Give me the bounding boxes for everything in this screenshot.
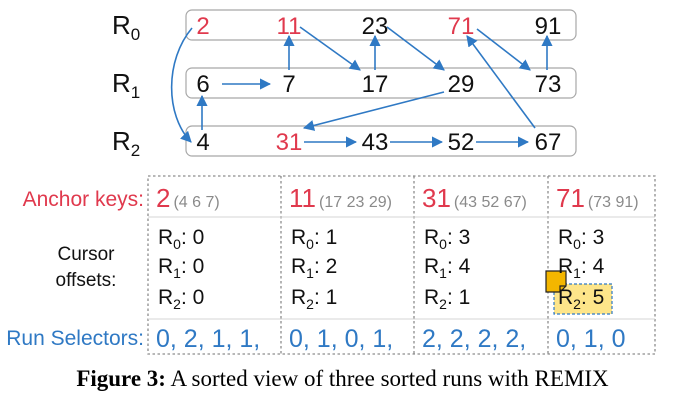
cursor-offset: R2: 1 [291,286,337,312]
run-key: 31 [276,129,303,156]
segment-anchor-key: 11(17 23 29) [289,183,392,213]
cursor-offsets-label-line2: offsets: [56,270,117,291]
run-key: 52 [448,129,475,156]
run-key: 71 [448,13,475,40]
run-selectors: 0, 1, 0 [556,325,626,353]
run-key: 29 [448,71,475,98]
merge-arrows [170,26,553,148]
run-key: 67 [535,129,562,156]
figure-caption: Figure 3: A sorted view of three sorted … [0,366,685,392]
arrow-29-to-31 [302,91,445,131]
run-r1-frame [185,67,577,99]
run-key: 73 [535,71,562,98]
run-key: 11 [277,13,302,40]
run-selectors: 2, 2, 2, 2, [422,325,526,353]
run-label-r2: R2 [112,126,140,160]
cursor-offset: R0: 3 [424,226,470,252]
run-key: 91 [535,13,562,40]
cursor-offset: R1: 0 [158,255,204,281]
segment-anchor-key: 31(43 52 67) [422,183,527,213]
arrow-23-to-29 [386,26,445,71]
run-key: 17 [362,71,389,98]
segments: 2(4 6 7) R0: 0 R1: 0 R2: 0 0, 2, 1, 1, 11(17 … [156,183,639,353]
run-key: 6 [196,71,209,98]
arrow-67-to-71 [466,35,536,129]
run-label-r1: R1 [112,68,140,102]
cursor-offset: R1: 2 [291,255,337,281]
run-key: 7 [282,71,295,98]
cursor-offsets-label-line1: Cursor [57,244,115,265]
cursor-offset: R1: 4 [558,255,605,281]
cursor-offset: R2: 1 [424,286,470,312]
arrow-11-to-17 [299,26,361,71]
arrow-71-to-73 [476,28,531,71]
run-key: 23 [362,13,389,40]
cursor-offset: R1: 4 [424,255,471,281]
cursor-offset: R0: 3 [558,226,604,252]
run-key: 2 [196,13,209,40]
run-selectors: 0, 1, 0, 1, [289,325,393,353]
run-label-r0: R0 [112,10,140,44]
run-key: 43 [362,129,389,156]
caption-label: Figure 3: [76,366,166,391]
cursor-offset: R2: 0 [158,286,204,312]
cursor-offset: R2: 5 [558,286,604,312]
cursor-offset: R0: 1 [291,226,337,252]
arrow-2-to-4 [170,27,193,143]
run-selectors-label: Run Selectors: [6,327,144,350]
run-key: 4 [196,129,209,156]
segment-table [147,175,656,355]
cursor-offset: R0: 0 [158,226,204,252]
segment-anchor-key: 71(73 91) [556,183,639,213]
segment-anchor-key: 2(4 6 7) [156,183,220,213]
run-selectors: 0, 2, 1, 1, [156,325,260,353]
run-r0-frame [185,9,577,41]
cursor-pointer-icon [545,270,567,293]
caption-text: A sorted view of three sorted runs with … [165,366,609,391]
anchor-keys-label: Anchor keys: [23,188,144,211]
